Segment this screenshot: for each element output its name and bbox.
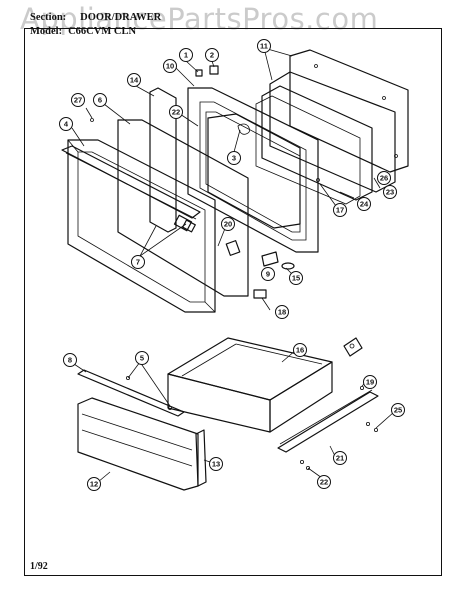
drawer-front-trim — [195, 429, 207, 487]
svg-text:20: 20 — [224, 220, 232, 229]
door-handle — [61, 145, 201, 220]
callout-9: 9 — [261, 267, 275, 281]
svg-text:2: 2 — [210, 51, 214, 60]
callout-10: 10 — [163, 59, 177, 73]
svg-text:1: 1 — [184, 51, 188, 60]
revision-date: 1/92 — [30, 561, 48, 572]
callout-22-upper: 22 — [169, 105, 183, 119]
door-window-frame — [207, 113, 301, 229]
callout-20: 20 — [221, 217, 235, 231]
drawer-rail-left — [77, 369, 185, 417]
leader-lines — [71, 47, 395, 483]
inner-door-liner — [187, 87, 319, 253]
callout-2: 2 — [205, 48, 219, 62]
svg-text:11: 11 — [260, 42, 268, 51]
callout-6: 6 — [93, 93, 107, 107]
callout-5: 5 — [135, 351, 149, 365]
callout-14: 14 — [127, 73, 141, 87]
callout-16: 16 — [293, 343, 307, 357]
svg-text:5: 5 — [140, 354, 144, 363]
model-value: C66CVM CLN — [68, 26, 137, 37]
svg-text:9: 9 — [266, 270, 270, 279]
svg-text:15: 15 — [292, 274, 300, 283]
callout-22-lower: 22 — [317, 475, 331, 489]
svg-text:4: 4 — [64, 120, 69, 129]
callout-17: 17 — [333, 203, 347, 217]
door-side-trim — [149, 87, 177, 233]
callout-15: 15 — [289, 271, 303, 285]
section-label: Section: — [30, 12, 67, 23]
drawer-front-panel — [77, 397, 199, 491]
svg-text:10: 10 — [166, 62, 174, 71]
callout-8: 8 — [63, 353, 77, 367]
callout-1: 1 — [179, 48, 193, 62]
callout-18: 18 — [275, 305, 289, 319]
drawer-box — [167, 337, 333, 433]
callout-21: 21 — [333, 451, 347, 465]
section-value: DOOR/DRAWER — [80, 12, 162, 23]
svg-text:13: 13 — [212, 460, 220, 469]
door-insulation-panels — [255, 71, 396, 205]
drawer-slide-rail — [277, 389, 379, 453]
svg-text:24: 24 — [360, 200, 369, 209]
svg-text:14: 14 — [130, 76, 139, 85]
outer-door-frame — [67, 139, 216, 313]
callout-26: 26 — [377, 171, 391, 185]
svg-text:18: 18 — [278, 308, 286, 317]
model-label: Model: — [30, 26, 63, 37]
callout-23: 23 — [383, 185, 397, 199]
svg-text:3: 3 — [232, 154, 236, 163]
svg-text:23: 23 — [386, 188, 394, 197]
callout-24: 24 — [357, 197, 371, 211]
svg-text:12: 12 — [90, 480, 98, 489]
callout-19: 19 — [363, 375, 377, 389]
svg-text:16: 16 — [296, 346, 304, 355]
model-heading: Model: C66CVM CLN — [30, 26, 136, 37]
callout-13: 13 — [209, 457, 223, 471]
diagram-frame — [24, 28, 442, 576]
svg-text:17: 17 — [336, 206, 344, 215]
svg-text:27: 27 — [74, 96, 82, 105]
svg-text:7: 7 — [136, 258, 140, 267]
callout-25: 25 — [391, 403, 405, 417]
callout-4: 4 — [59, 117, 73, 131]
door-glass-panel — [117, 119, 249, 297]
svg-text:25: 25 — [394, 406, 402, 415]
drawer-screws — [126, 375, 378, 470]
callout-3: 3 — [227, 151, 241, 165]
callout-7: 7 — [131, 255, 145, 269]
svg-text:19: 19 — [366, 378, 374, 387]
svg-text:6: 6 — [98, 96, 102, 105]
callout-27: 27 — [71, 93, 85, 107]
svg-text:8: 8 — [68, 356, 72, 365]
drawer-bracket — [343, 337, 363, 357]
door-back-panel — [289, 49, 409, 173]
svg-text:21: 21 — [336, 454, 344, 463]
svg-text:26: 26 — [380, 174, 388, 183]
section-heading: Section: DOOR/DRAWER — [30, 12, 161, 23]
svg-text:22: 22 — [172, 108, 180, 117]
svg-text:22: 22 — [320, 478, 328, 487]
callout-12: 12 — [87, 477, 101, 491]
callout-11: 11 — [257, 39, 271, 53]
